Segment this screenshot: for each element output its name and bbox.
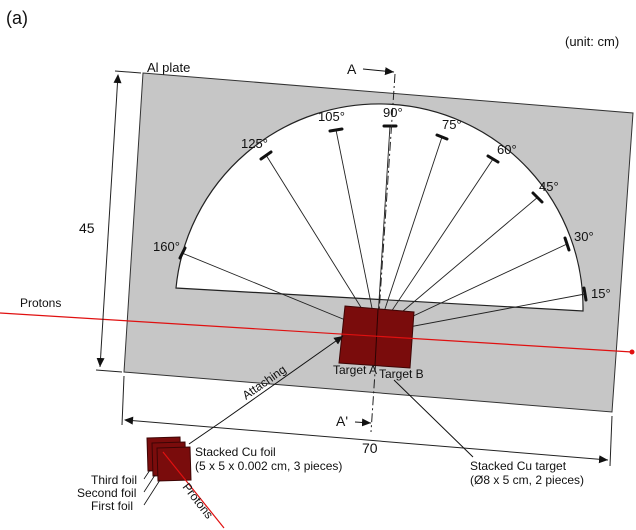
section-top-arrow bbox=[362, 67, 395, 76]
section-top-label: A bbox=[347, 61, 357, 77]
foil-proton-beam bbox=[162, 451, 225, 529]
angle-ticks bbox=[178, 124, 588, 302]
height-ext-top bbox=[114, 70, 142, 74]
height-ext-bottom bbox=[95, 369, 123, 373]
height-dim-label: 45 bbox=[79, 220, 95, 236]
foil-title: Stacked Cu foil bbox=[195, 445, 276, 459]
beam-label-bottom: Protons bbox=[180, 480, 216, 521]
angle-label-30: 30° bbox=[574, 229, 594, 244]
target-a-label: Target A bbox=[333, 363, 377, 377]
angle-label-160: 160° bbox=[153, 239, 180, 254]
target-stack-spec: (Ø8 x 5 cm, 2 pieces) bbox=[470, 473, 584, 487]
first-foil-leader bbox=[143, 479, 161, 506]
width-dim-label: 70 bbox=[362, 440, 378, 456]
angle-label-60: 60° bbox=[497, 142, 517, 157]
angle-protractor bbox=[175, 103, 584, 312]
section-line bbox=[370, 73, 396, 433]
second-foil-leader bbox=[143, 474, 156, 493]
first-foil-label: First foil bbox=[91, 499, 133, 513]
width-dimension bbox=[124, 416, 609, 464]
height-dimension bbox=[96, 74, 122, 368]
beam-label-left: Protons bbox=[20, 296, 61, 310]
attaching-arrow bbox=[223, 335, 344, 421]
width-ext-left bbox=[121, 375, 125, 426]
target-leader-line bbox=[393, 379, 474, 458]
plate-label: Al plate bbox=[147, 60, 190, 75]
angle-label-75: 75° bbox=[442, 117, 462, 132]
section-bottom-label: A' bbox=[336, 413, 348, 429]
foil-leader-line bbox=[188, 419, 225, 445]
angle-label-15: 15° bbox=[591, 286, 611, 301]
foil-spec: (5 x 5 x 0.002 cm, 3 pieces) bbox=[195, 459, 342, 473]
unit-note: (unit: cm) bbox=[565, 34, 619, 49]
width-ext-right bbox=[609, 415, 613, 467]
target-stack-title: Stacked Cu target bbox=[470, 459, 567, 473]
target-divider bbox=[374, 308, 379, 367]
first-foil bbox=[156, 446, 192, 482]
angle-label-45: 45° bbox=[539, 179, 559, 194]
panel-label: (a) bbox=[6, 8, 28, 28]
target-b-label: Target B bbox=[379, 367, 424, 381]
beam-end-dot bbox=[629, 349, 635, 355]
third-foil-label: Third foil bbox=[91, 473, 137, 487]
angle-label-125: 125° bbox=[241, 136, 268, 151]
angle-label-105: 105° bbox=[318, 109, 345, 124]
third-foil-leader bbox=[143, 469, 151, 480]
section-bottom-arrow bbox=[354, 418, 372, 427]
second-foil-label: Second foil bbox=[77, 486, 136, 500]
